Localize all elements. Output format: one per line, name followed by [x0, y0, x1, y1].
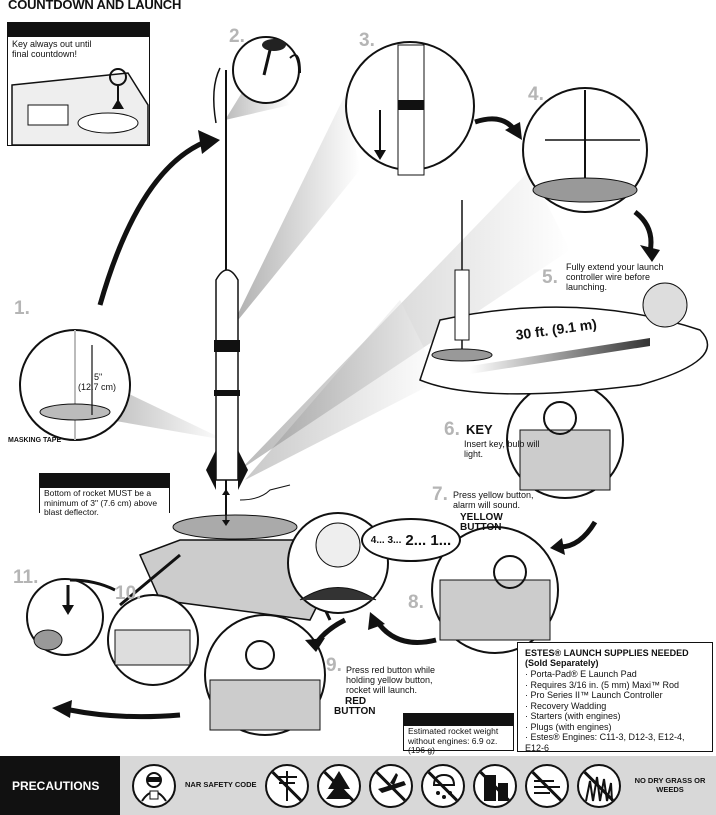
step-number-10: 10.	[115, 583, 142, 604]
red-button-label-1: RED	[345, 696, 367, 707]
key-warning-box: Key always out until final countdown!	[7, 22, 150, 146]
step-number-5: 5.	[542, 267, 558, 288]
launch-supplies-box: ESTES® LAUNCH SUPPLIES NEEDED (Sold Sepa…	[517, 642, 713, 753]
weight-box-text: Estimated rocket weight without engines:…	[408, 726, 499, 755]
step9-text: Press red button while holding yellow bu…	[346, 665, 436, 695]
no-rain-icon	[421, 764, 465, 808]
launch-illustration	[19, 36, 709, 736]
supplies-heading: ESTES® LAUNCH SUPPLIES NEEDED	[525, 648, 689, 658]
step-number-2: 2.	[229, 26, 245, 47]
step-number-11: 11.	[13, 567, 39, 588]
step-number-8: 8.	[408, 592, 424, 613]
step-number-1: 1.	[14, 298, 30, 319]
key-label: KEY	[466, 422, 493, 437]
yellow-button-label-2: BUTTON	[460, 522, 502, 533]
supply-item: Plugs (with engines)	[525, 722, 705, 733]
countdown-main: 2... 1...	[405, 531, 452, 549]
step5-text: Fully extend your launch controller wire…	[566, 262, 664, 292]
no-aircraft-icon	[369, 764, 413, 808]
step-number-4: 4.	[528, 84, 544, 105]
deflector-warning-box: Bottom of rocket MUST be a minimum of 3"…	[39, 473, 170, 517]
measure-metric: (12.7 cm)	[78, 382, 117, 392]
supply-item: Recovery Wadding	[525, 701, 705, 712]
precautions-label: PRECAUTIONS	[0, 756, 120, 815]
no-power-lines-icon	[265, 764, 309, 808]
controller-illustration	[11, 68, 149, 145]
step-number-3: 3.	[359, 30, 375, 51]
supply-item: Pro Series II™ Launch Controller	[525, 690, 705, 701]
red-button-label-2: BUTTON	[334, 706, 376, 717]
countdown-bubble: 4... 3... 2... 1...	[361, 518, 461, 562]
precautions-bar: PRECAUTIONS NAR SAFETY CODE NO DRY GRASS…	[0, 756, 716, 815]
weight-box: Estimated rocket weight without engines:…	[403, 713, 514, 755]
no-buildings-icon	[473, 764, 517, 808]
nar-person-icon	[132, 764, 176, 808]
yellow-button-label-1: YELLOW	[460, 512, 503, 523]
key-box-header	[8, 23, 149, 37]
deflector-box-header	[40, 474, 169, 488]
measure-inches: 5"	[94, 372, 103, 382]
supplies-list: Porta-Pad® E Launch Pad Requires 3/16 in…	[525, 669, 705, 753]
key-box-text: Key always out until final countdown!	[12, 39, 92, 59]
step-number-6: 6.	[444, 419, 460, 440]
supply-item: Requires 3/16 in. (5 mm) Maxi™ Rod	[525, 680, 705, 691]
nar-safety-label: NAR SAFETY CODE	[185, 780, 257, 789]
no-trees-icon	[317, 764, 361, 808]
step7-text: Press yellow button, alarm will sound.	[453, 490, 534, 510]
supply-item: Starters (with engines)	[525, 711, 705, 722]
deflector-box-text: Bottom of rocket MUST be a minimum of 3"…	[44, 488, 158, 517]
step-number-9: 9.	[326, 655, 342, 676]
step-number-7: 7.	[432, 484, 448, 505]
countdown-prefix: 4... 3...	[370, 534, 402, 546]
masking-tape-label: MASKING TAPE	[8, 437, 62, 444]
no-wind-icon	[525, 764, 569, 808]
weight-box-header	[404, 714, 513, 726]
supply-item: Estes® Engines: C11-3, D12-3, E12-4, E12…	[525, 732, 705, 753]
no-dry-grass-icon	[577, 764, 621, 808]
dry-grass-label: NO DRY GRASS OR WEEDS	[634, 776, 706, 794]
supplies-subheading: (Sold Separately)	[525, 658, 599, 668]
supply-item: Porta-Pad® E Launch Pad	[525, 669, 705, 680]
page-title: COUNTDOWN AND LAUNCH	[8, 0, 182, 12]
step6-text: Insert key, bulb will light.	[464, 439, 540, 459]
